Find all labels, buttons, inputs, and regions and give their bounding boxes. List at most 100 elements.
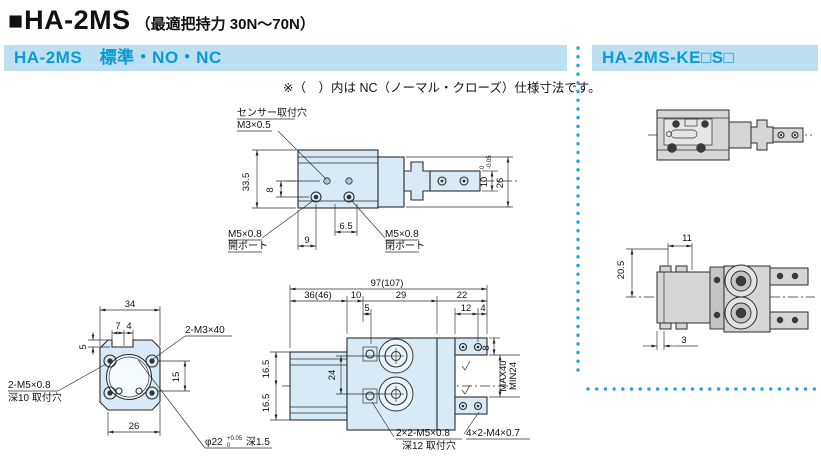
finish-mark (461, 360, 471, 371)
dim-port-position: 9 (304, 235, 309, 246)
gripper-body (297, 149, 379, 209)
finger-hole (791, 131, 799, 139)
dim-ke-11: 11 (682, 233, 692, 244)
close-port-label: 閉ポート (385, 240, 425, 252)
sensor-hole (345, 177, 353, 185)
open-port-thread-label: M5×0.8 (228, 229, 262, 240)
dim-face-width: 34 (125, 299, 136, 310)
dim-rail-half-lower: 16.5 (261, 394, 272, 413)
dim-22: 22 (457, 290, 468, 301)
standard-side-view: 97(107) 36(46) 10 29 22 5 12 4 8 MAX40 M… (261, 278, 530, 452)
dim-cylinder-pitch: 24 (327, 370, 338, 381)
dim-rail-half-upper: 16.5 (261, 360, 272, 379)
arm-screw (791, 272, 799, 280)
mount-screw-hole (365, 349, 375, 359)
dim-finger-tol-upper: 0 (480, 165, 486, 169)
arm-tap-hole (473, 342, 483, 352)
tap-hole-label: 2-M3×40 (185, 325, 225, 336)
dim-notch-7: 7 (115, 321, 120, 332)
dim-hole-offset: 8 (265, 187, 276, 192)
mount-hole-depth-label: 深12 取付穴 (402, 439, 456, 452)
ke-side-view: 20.5 11 3 (616, 233, 815, 350)
section-header-standard: HA-2MS 標準・NO・NC (4, 45, 567, 71)
finger-hole (777, 131, 785, 139)
dim-rail-length: 36(46) (304, 290, 331, 301)
dim-29: 29 (396, 290, 407, 301)
open-port-label: 開ポート (228, 240, 268, 252)
jaw-cross (403, 161, 431, 201)
finger-hole (437, 176, 447, 186)
bore-diameter-label: φ22 (205, 437, 223, 448)
plate-screw (701, 120, 709, 128)
title-grip-force-note: （最適把持力 30N～70N） (135, 16, 315, 33)
ke-top-view (648, 109, 812, 161)
standard-top-view: センサー取付穴 M3×0.5 M5×0.8 開ポート M5×0.8 閉ポート 3… (228, 106, 520, 253)
page-title: ■ HA-2MS （最適把持力 30N～70N） (8, 5, 315, 36)
mount-hole-thread-label: 2×2-M5×0.8 (396, 428, 450, 439)
dim-finger-tol-lower: -0.05 (487, 155, 493, 169)
dim-jaw-open-min: MIN24 (508, 362, 519, 390)
sensor-hole-label: センサー取付穴 (237, 106, 307, 119)
dim-screw-pitch-v: 15 (171, 372, 182, 383)
dim-10: 10 (351, 290, 362, 301)
arm-tap-label: 4×2-M4×0.7 (466, 428, 520, 439)
corner-screw (103, 354, 117, 368)
dimension-lines (270, 285, 530, 440)
finger-bar (429, 170, 481, 192)
open-port-hole (310, 191, 322, 203)
strip-screw (713, 311, 721, 319)
title-bullet-square: ■ (8, 7, 24, 35)
bore-pin-hole (135, 387, 143, 395)
ke-bottom-tab (659, 322, 672, 330)
dim-arm-thickness: 8 (481, 345, 492, 350)
ke-top-tab (675, 265, 688, 273)
finish-mark (461, 384, 471, 395)
dim-notch-4: 4 (126, 321, 131, 332)
ke-bottom-tab (675, 322, 688, 330)
dim-ke-height-offset: 20.5 (616, 261, 627, 280)
dim-overall-length: 97(107) (371, 278, 404, 289)
arm-screw (776, 316, 784, 324)
bore-tol-lower: 0 (227, 443, 231, 449)
sensor-thread-label: M3×0.5 (237, 120, 271, 131)
dim-5: 5 (364, 303, 369, 314)
bore-tol-upper: +0.05 (227, 436, 243, 442)
dim-face-bottom-width: 26 (129, 421, 140, 432)
ke-extension (728, 121, 752, 149)
close-port-thread-label: M5×0.8 (385, 229, 419, 240)
ke-lower-arm (769, 311, 809, 330)
arm-tap-hole (458, 342, 468, 352)
dim-body-height: 33.5 (241, 173, 252, 192)
mount-hole-depth-label: 深10 取付穴 (8, 391, 62, 404)
dimension-lines (8, 306, 272, 449)
strip-screw (713, 276, 721, 284)
corner-screw (103, 386, 117, 400)
body-screw (667, 143, 677, 153)
arm-screw (776, 272, 784, 280)
dimension-lines (626, 243, 698, 350)
rail-block (289, 351, 348, 421)
title-model-name: HA-2MS (24, 5, 131, 35)
plate-screw (672, 120, 680, 128)
ke-jaw-cross (750, 119, 774, 151)
ke-adapter-strip (709, 266, 725, 330)
sensor-hole (323, 177, 331, 185)
bracket-plate (436, 337, 456, 431)
ke-rail-block (656, 271, 711, 324)
bore-depth-label: 深1.5 (246, 436, 270, 448)
close-port-hole (343, 191, 355, 203)
mount-screw-hole (365, 391, 375, 401)
ke-upper-arm (769, 267, 809, 286)
section-header-ke-variant: HA-2MS-KE□S□ (592, 45, 818, 71)
arm-screw (791, 316, 799, 324)
mount-hole-thread-label: 2-M5×0.8 (8, 380, 51, 391)
finger-hole (459, 176, 469, 186)
dim-jaw-open-max: MAX40 (498, 360, 509, 391)
dim-finger-width: 10 (479, 177, 490, 188)
nc-spec-note: ※（ ）内は NC（ノーマル・クローズ）仕様寸法です。 (283, 81, 601, 95)
body-screw (696, 143, 706, 153)
center-bore (106, 354, 152, 400)
dim-4: 4 (480, 303, 485, 314)
